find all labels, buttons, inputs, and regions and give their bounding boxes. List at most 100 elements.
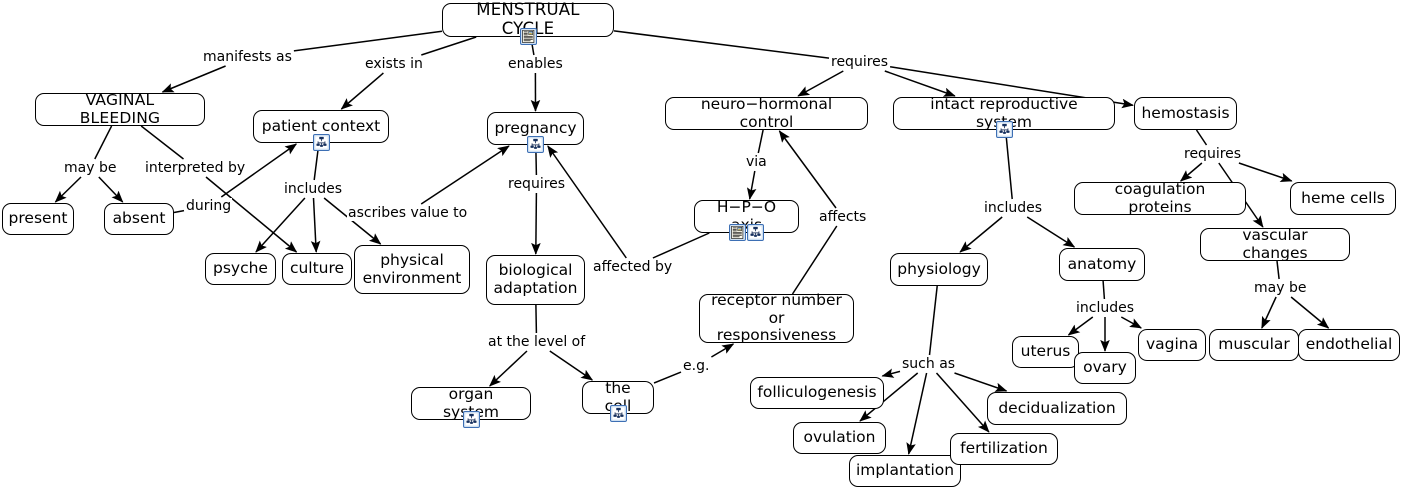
resource-icons-menstrual-cycle[interactable]: [519, 28, 537, 45]
edge-label-includes-system[interactable]: includes: [983, 200, 1044, 216]
node-hemostasis[interactable]: hemostasis: [1134, 97, 1237, 130]
edge-root-to-requires: [613, 30, 830, 59]
edge-label-may-be-bleeding[interactable]: may be: [63, 160, 118, 176]
resource-icons-organ-system[interactable]: [462, 411, 480, 428]
edge-label-enables[interactable]: enables: [507, 56, 564, 72]
node-biological-adaptation[interactable]: biological adaptation: [486, 255, 585, 305]
edge-label-during[interactable]: during: [185, 198, 233, 214]
edge-includes-to-anatomy: [1026, 216, 1076, 248]
node-pregnancy[interactable]: pregnancy: [487, 112, 584, 145]
node-fertilization[interactable]: fertilization: [950, 433, 1058, 465]
edge-maybe-to-endothelial: [1290, 296, 1330, 329]
node-neuro-hormonal-control[interactable]: neuro−hormonal control: [665, 95, 868, 130]
edge-label-requires-pregnancy[interactable]: requires: [507, 176, 567, 192]
edge-label-exists-in[interactable]: exists in: [364, 56, 424, 72]
edge-absent-to-during: [173, 209, 185, 214]
edge-bleeding-to-maybe: [94, 125, 113, 160]
node-heme-cells[interactable]: heme cells: [1290, 182, 1396, 215]
edge-receptor-to-affects: [791, 225, 838, 295]
edge-affects-to-neuro: [778, 130, 837, 209]
node-implantation[interactable]: implantation: [849, 455, 961, 487]
edge-label-affected-by[interactable]: affected by: [592, 259, 674, 275]
map-icon[interactable]: [527, 136, 544, 153]
edge-hpo-to-affectedby: [652, 232, 710, 259]
node-receptor-number[interactable]: receptor number or responsiveness: [699, 291, 854, 344]
node-ovulation[interactable]: ovulation: [793, 422, 886, 454]
edge-label-includes-context[interactable]: includes: [283, 181, 344, 197]
node-culture[interactable]: culture: [282, 253, 352, 285]
node-endothelial[interactable]: endothelial: [1298, 329, 1400, 361]
map-icon[interactable]: [462, 411, 480, 428]
edge-label-ascribes-value-to[interactable]: ascribes value to: [347, 205, 469, 221]
edge-neuro-to-via: [757, 129, 764, 154]
node-psyche[interactable]: psyche: [205, 253, 276, 285]
edge-exists-to-context: [340, 72, 384, 110]
edge-paths: [54, 30, 1330, 455]
edge-eg-to-receptor: [711, 343, 735, 358]
node-vagina[interactable]: vagina: [1138, 329, 1206, 361]
edge-includes2-to-uterus: [1067, 316, 1094, 336]
node-coagulation-proteins[interactable]: coagulation proteins: [1074, 180, 1246, 215]
node-present[interactable]: present: [2, 203, 74, 235]
map-icon[interactable]: [995, 121, 1013, 138]
document-icon[interactable]: [729, 224, 746, 241]
edge-maybe-to-present: [54, 176, 82, 203]
edge-physiology-to-suchas: [928, 285, 938, 356]
resource-icons-the-cell[interactable]: [609, 405, 627, 422]
edge-includes-to-psyche: [255, 197, 306, 253]
map-icon[interactable]: [312, 134, 330, 151]
resource-icons-intact-reproductive-system[interactable]: [995, 121, 1013, 138]
edge-cell-to-eg: [653, 371, 682, 384]
node-uterus[interactable]: uterus: [1012, 336, 1079, 368]
node-decidualization[interactable]: decidualization: [987, 392, 1127, 425]
node-physical-environment[interactable]: physical environment: [354, 245, 470, 294]
edge-label-at-the-level-of[interactable]: at the level of: [487, 334, 587, 350]
map-icon[interactable]: [747, 224, 764, 241]
node-ovary[interactable]: ovary: [1074, 352, 1136, 384]
edge-label-interpreted-by[interactable]: interpreted by: [144, 160, 247, 176]
edge-intact-to-includes: [1004, 129, 1013, 200]
edge-suchas-to-implantation: [906, 372, 928, 455]
edge-physenv-to-ascribes: [420, 145, 510, 205]
edge-bleeding-to-interpreted: [140, 125, 184, 160]
edge-label-requires-hemo[interactable]: requires: [1183, 146, 1243, 162]
resource-icons-pregnancy[interactable]: [527, 136, 544, 153]
edge-requires-to-bioadapt: [531, 192, 541, 255]
edge-affectedby-to-pregnancy: [547, 145, 627, 259]
edge-maybe-to-absent: [98, 176, 124, 203]
edge-label-affects[interactable]: affects: [818, 209, 868, 225]
edge-level-to-organ: [489, 350, 528, 387]
edge-root-to-exists: [421, 36, 477, 56]
edge-requires-to-intact: [884, 70, 956, 97]
resource-icons-patient-context[interactable]: [312, 134, 330, 151]
edge-label-e-g[interactable]: e.g.: [682, 358, 711, 374]
node-muscular[interactable]: muscular: [1209, 329, 1299, 361]
edge-requires-to-neuro: [797, 70, 844, 97]
edge-suchas-to-follicul: [881, 368, 901, 378]
edge-suchas-to-decidual: [954, 372, 1008, 392]
edge-label-includes-anatomy[interactable]: includes: [1075, 300, 1136, 316]
edge-includes-to-culture: [310, 197, 321, 253]
node-vaginal-bleeding[interactable]: VAGINAL BLEEDING: [35, 91, 205, 126]
edge-label-manifests-as[interactable]: manifests as: [202, 49, 293, 65]
map-icon[interactable]: [609, 405, 627, 422]
edge-via-to-hpo: [746, 170, 757, 200]
edge-includes-to-physiology: [959, 216, 1003, 253]
edge-suchas-to-fertilization: [935, 372, 990, 433]
edge-requireshemo-to-coag: [1180, 162, 1203, 182]
edge-label-may-be-vascular[interactable]: may be: [1253, 280, 1308, 296]
resource-icons-h-p-o-axis[interactable]: [729, 224, 764, 241]
node-physiology[interactable]: physiology: [890, 253, 988, 286]
edge-label-via[interactable]: via: [745, 154, 768, 170]
edge-anatomy-to-includes2: [1102, 280, 1106, 300]
node-absent[interactable]: absent: [104, 203, 174, 235]
edge-label-such-as[interactable]: such as: [901, 356, 957, 372]
edge-level-to-cell: [549, 350, 594, 381]
document-icon[interactable]: [519, 28, 537, 45]
edge-label-requires-root[interactable]: requires: [830, 54, 890, 70]
node-vascular-changes[interactable]: vascular changes: [1200, 226, 1350, 261]
node-folliculogenesis[interactable]: folliculogenesis: [750, 377, 884, 409]
node-anatomy[interactable]: anatomy: [1059, 248, 1145, 281]
edge-hemostasis-to-requires: [1195, 129, 1208, 146]
